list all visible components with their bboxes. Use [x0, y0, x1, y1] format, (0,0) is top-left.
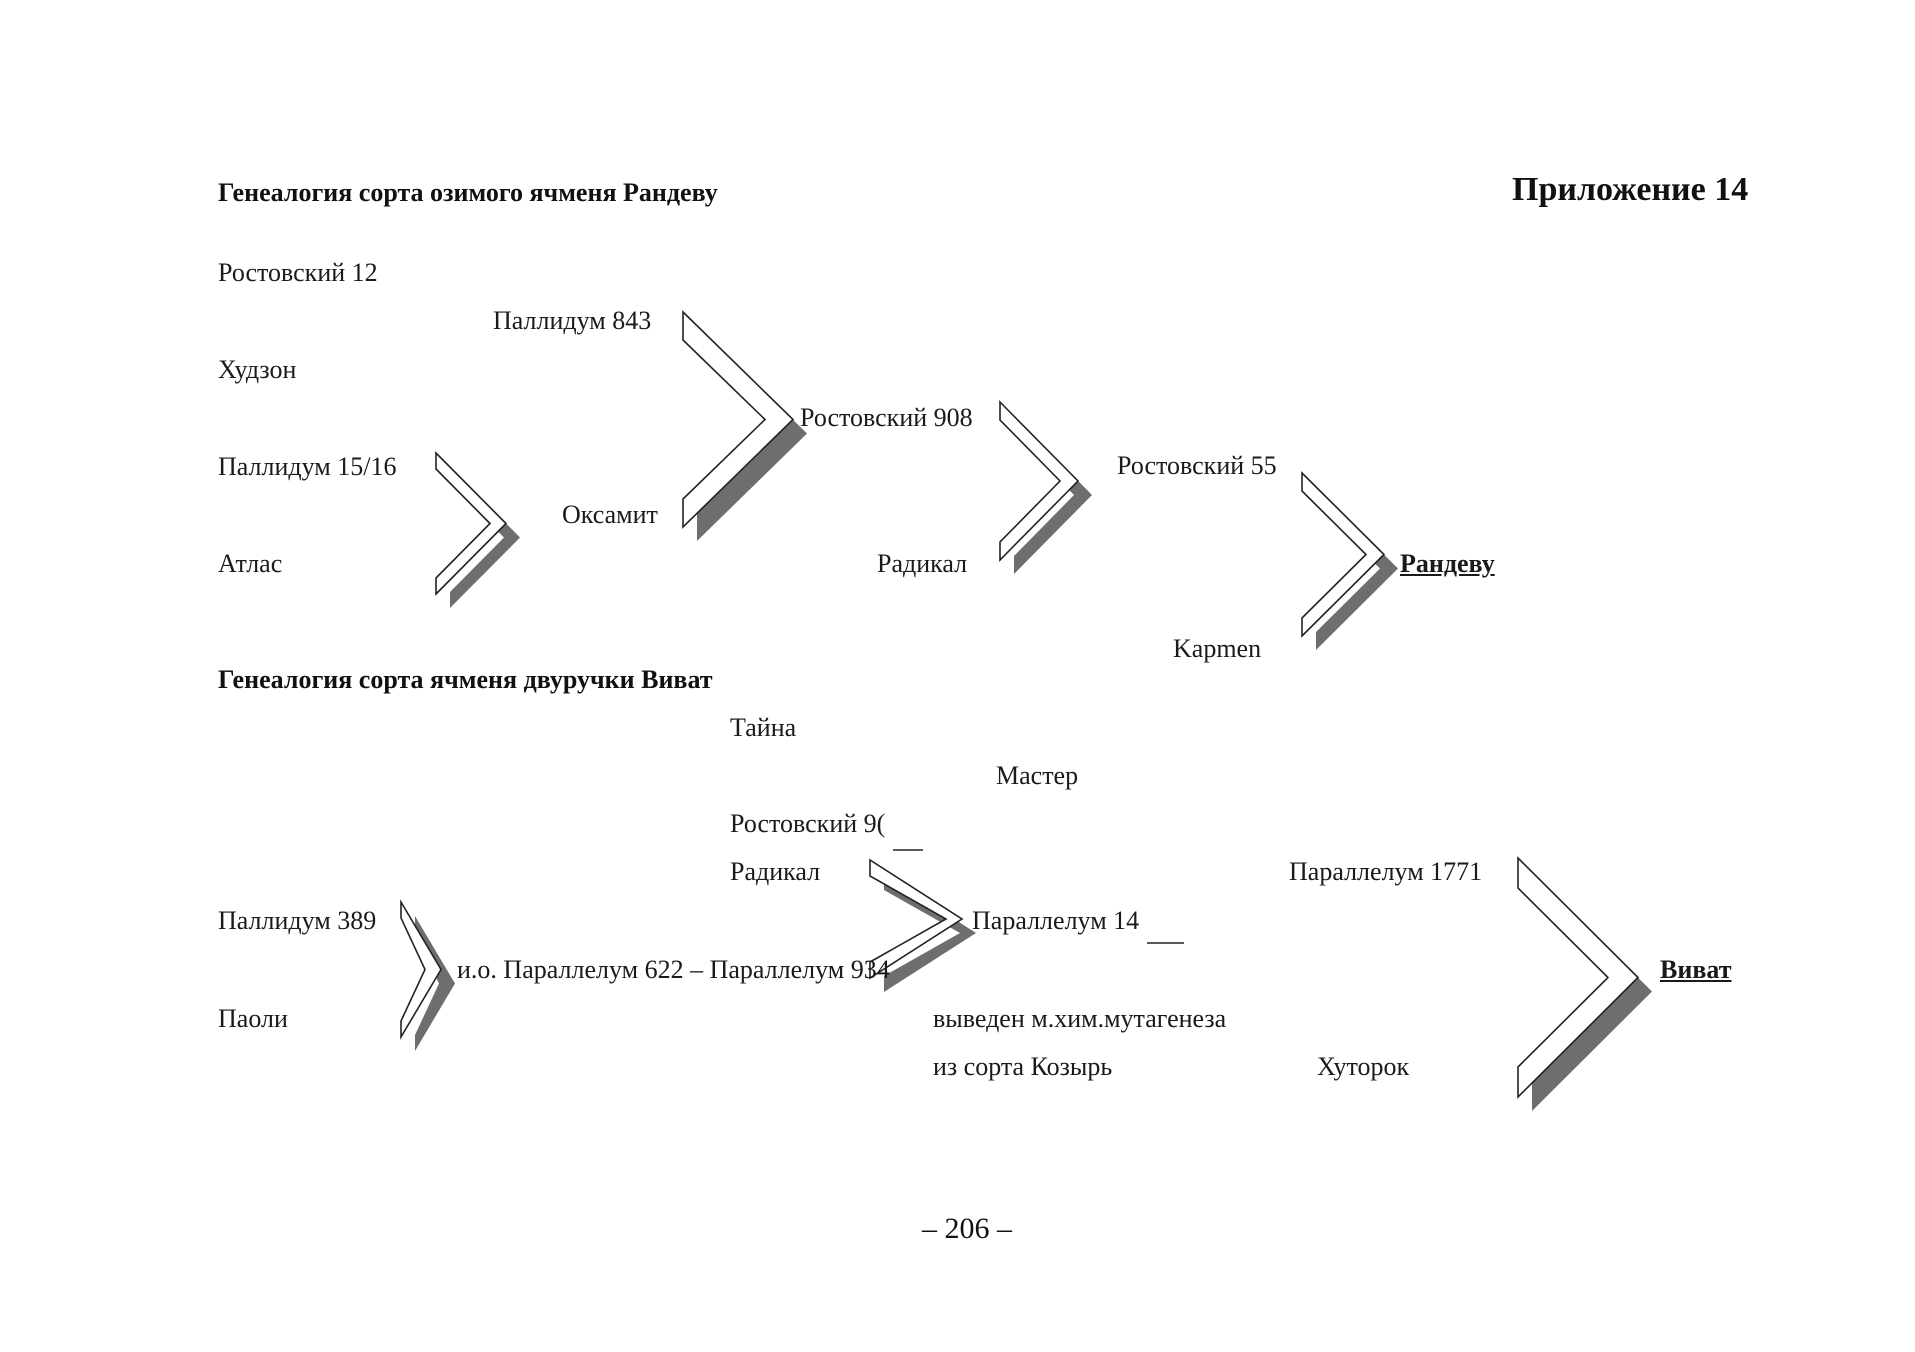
node-hutorok: Хуторок: [1317, 1052, 1410, 1081]
node-oksamit: Оксамит: [562, 500, 658, 529]
chevron-face: [435, 451, 508, 596]
node-radikal-2: Радикал: [730, 857, 821, 886]
node-randevu: Рандеву: [1400, 549, 1495, 578]
chevron-arrow-5: [400, 899, 455, 1051]
chevron-arrow-4: [1301, 471, 1398, 650]
chevron-face: [999, 400, 1080, 562]
node-paoli: Паоли: [218, 1004, 288, 1033]
chevron-face: [682, 310, 795, 529]
page-number: – 206 –: [922, 1212, 1012, 1245]
node-atlas: Атлас: [218, 549, 283, 578]
node-rostovsky-908: Ростовский 908: [800, 403, 973, 432]
node-master: Мастер: [996, 761, 1079, 790]
chevron-arrow-7: [1517, 856, 1652, 1111]
node-vyveden: выведен м.хим.мутагенеза: [933, 1004, 1227, 1033]
node-radikal: Радикал: [877, 549, 968, 578]
node-io-parallelum: и.о. Параллелум 622 – Параллелум 934: [457, 955, 890, 984]
chevron-arrow-2: [682, 310, 807, 541]
node-rostovsky-9: Ростовский 9(: [730, 809, 886, 838]
node-pallidum-843: Паллидум 843: [493, 306, 652, 335]
diagram2-title: Генеалогия сорта ячменя двуручки Виват: [218, 665, 713, 694]
node-taina: Тайна: [730, 713, 797, 742]
diagram1-title: Генеалогия сорта озимого ячменя Рандеву: [218, 178, 718, 207]
chevron-face: [1517, 856, 1640, 1099]
node-hudzon: Худзон: [218, 355, 297, 384]
appendix-title: Приложение 14: [1512, 171, 1749, 208]
node-rostovsky-12: Ростовский 12: [218, 258, 378, 287]
chevron-face: [1301, 471, 1386, 638]
node-parallelum-1771: Параллелум 1771: [1289, 857, 1483, 886]
node-parallelum-14: Параллелум 14: [972, 906, 1140, 935]
node-pallidum-389: Паллидум 389: [218, 906, 377, 935]
chevron-face: [869, 858, 964, 980]
node-vivat: Виват: [1660, 955, 1732, 984]
node-karmen: Kapmen: [1173, 634, 1262, 663]
chevron-arrow-6: [869, 858, 976, 992]
chevron-face: [400, 899, 442, 1040]
chevron-arrow-3: [999, 400, 1092, 574]
chevron-arrow-1: [435, 451, 520, 608]
node-iz-sorta-kozyr: из сорта Козырь: [933, 1052, 1113, 1081]
node-rostovsky-55: Ростовский 55: [1117, 451, 1277, 480]
node-pallidum-15-16: Паллидум 15/16: [218, 452, 397, 481]
